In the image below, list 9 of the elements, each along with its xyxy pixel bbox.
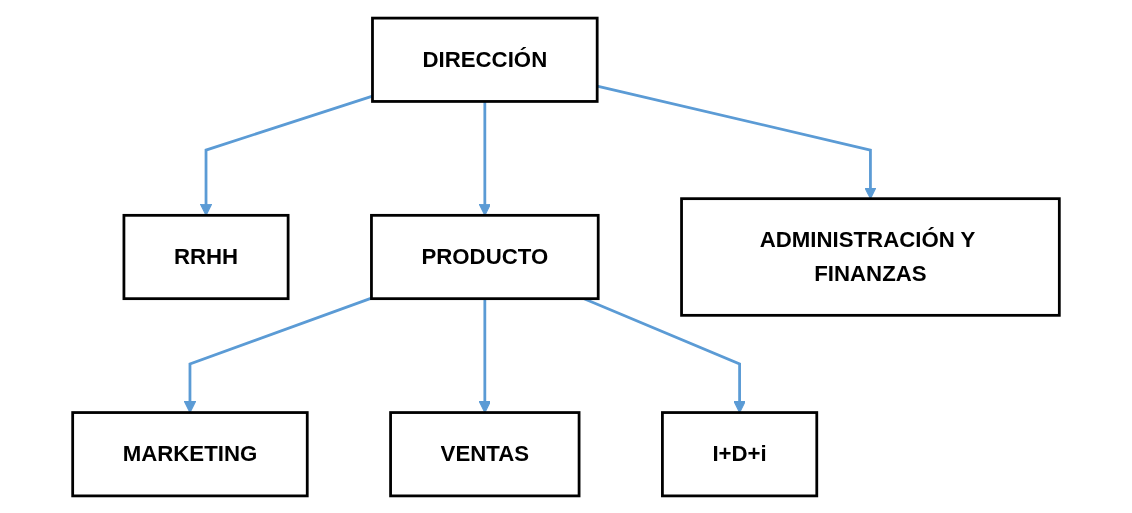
- node-box: I+D+i: [661, 410, 819, 497]
- node-box: ADMINISTRACIÓN Y FINANZAS: [680, 196, 1061, 317]
- node-box: MARKETING: [71, 410, 309, 497]
- node-box: RRHH: [122, 213, 290, 300]
- arrow: [478, 298, 491, 413]
- node-box: PRODUCTO: [370, 213, 600, 300]
- arrow: [183, 296, 372, 413]
- node-box: VENTAS: [389, 410, 581, 497]
- node-box: DIRECCIÓN: [371, 16, 599, 103]
